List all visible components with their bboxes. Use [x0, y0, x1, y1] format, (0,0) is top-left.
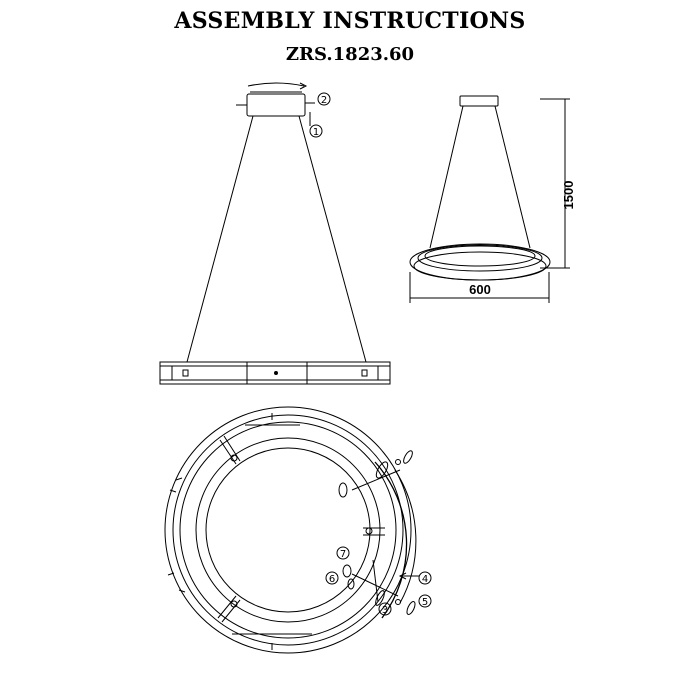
mounting-clip: [338, 482, 348, 498]
ceiling-canopy: [246, 93, 306, 117]
model-number: ZRS.1823.60: [285, 44, 415, 65]
callout-4-circle: [418, 571, 432, 585]
document-title: ASSEMBLY INSTRUCTIONS: [174, 8, 526, 34]
perspective-ring-outer: [409, 243, 551, 281]
callout-5-circle: [418, 594, 432, 608]
callout-7-circle: [336, 546, 350, 560]
exploded-ring-segment: [374, 461, 408, 619]
suspension-cable-right: [298, 115, 367, 363]
perspective-view: 1500 600: [409, 95, 576, 303]
callout-6: 6: [329, 574, 335, 585]
callout-2: 2: [321, 95, 327, 106]
callout-1-circle: [309, 124, 323, 138]
callout-3: 3: [382, 605, 388, 616]
ring-inner-edge: [195, 437, 381, 623]
perspective-canopy: [459, 95, 499, 107]
ring-outer-edge: [164, 406, 412, 654]
rotation-arrow: [247, 82, 305, 87]
callout-1: 1: [313, 127, 319, 138]
front-view: 2 1: [159, 82, 391, 385]
suspension-cable-left: [186, 115, 254, 363]
exploded-top-view: 7 6 3 4 5: [164, 406, 432, 654]
ring-side-profile: [159, 361, 391, 385]
callout-3-circle: [378, 602, 392, 616]
callout-4: 4: [422, 574, 428, 585]
callout-5: 5: [422, 597, 428, 608]
callout-7: 7: [340, 549, 346, 560]
diameter-dimension: 600: [469, 282, 491, 297]
callout-6-circle: [325, 571, 339, 585]
height-dimension: 1500: [561, 181, 576, 210]
callout-2-circle: [317, 92, 331, 106]
